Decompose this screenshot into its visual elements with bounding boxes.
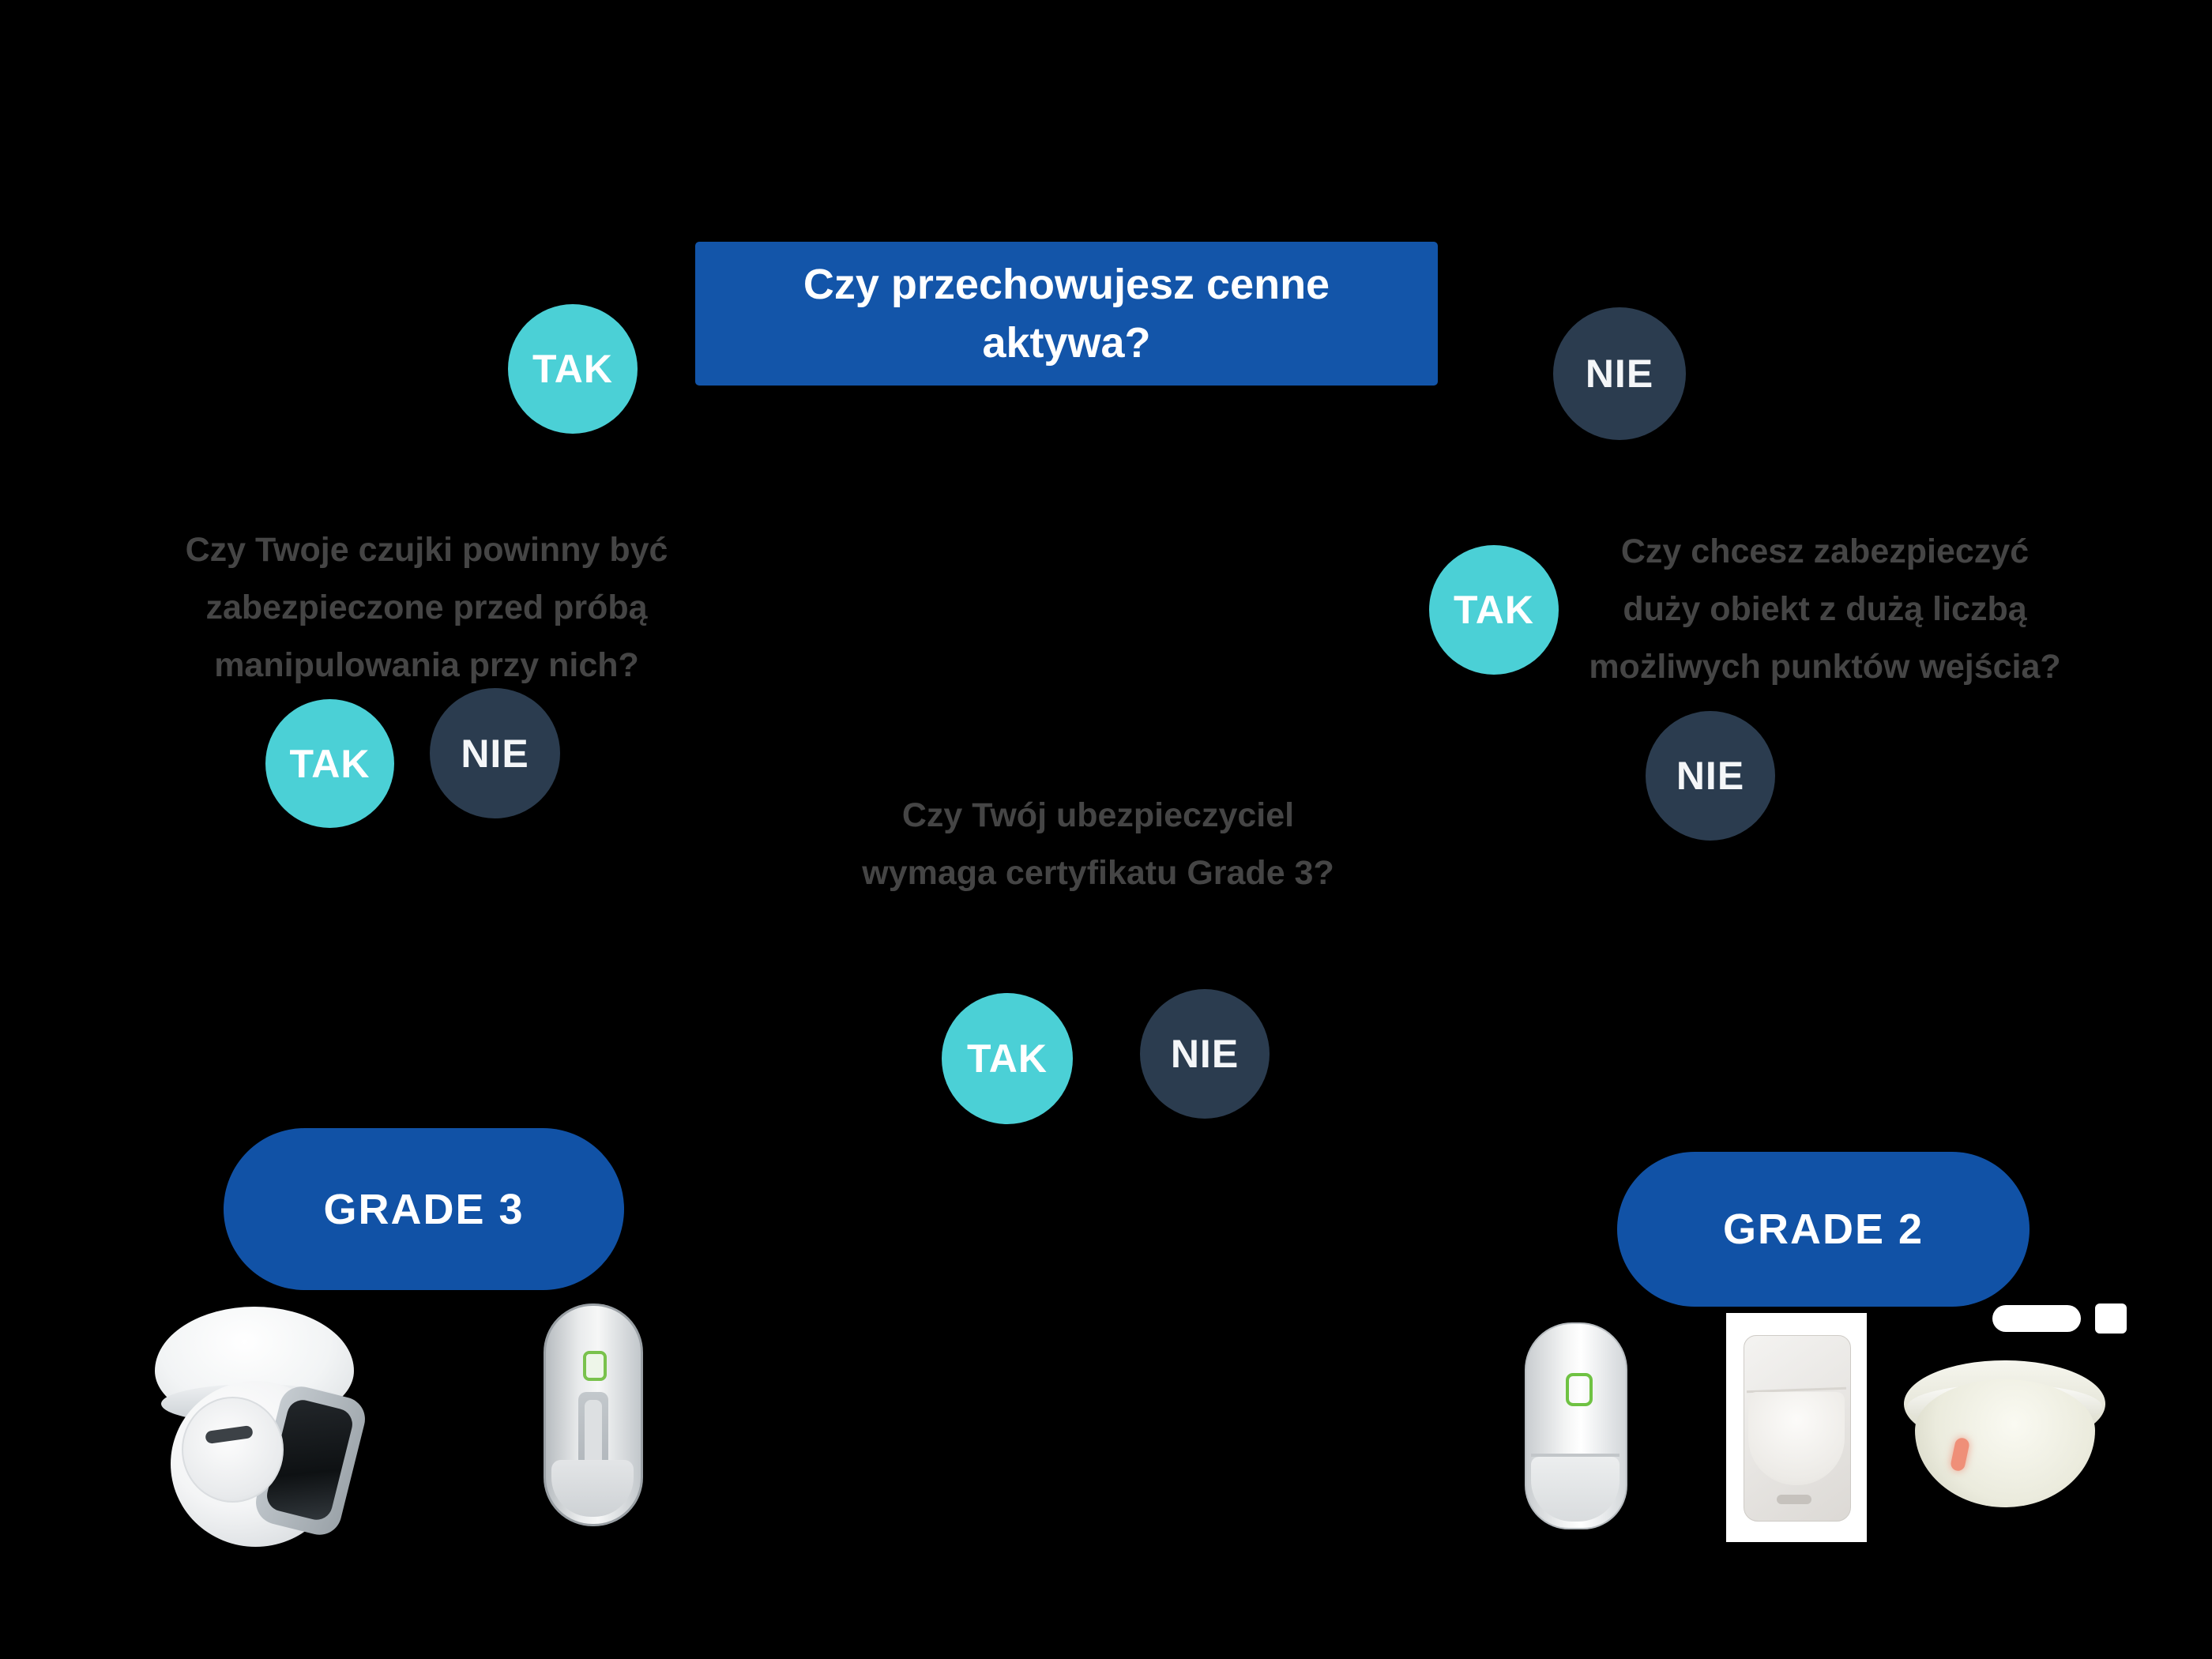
wireless-curtain-detector-image <box>1525 1322 1627 1529</box>
right-branch-question-line1: Czy chcesz zabezpieczyć <box>1620 532 2030 570</box>
pir-motion-detector-image <box>1726 1313 1867 1542</box>
grade-2-result-pill: GRADE 2 <box>1617 1152 2030 1307</box>
left-branch-question-line3: manipulowania przy nich? <box>214 646 639 684</box>
ptz-dome-camera-image <box>149 1302 370 1547</box>
right-branch-question-line2: duży obiekt z dużą liczbą <box>1623 590 2027 628</box>
middle-tak-badge: TAK <box>942 993 1073 1124</box>
root-question-line2: aktywa? <box>982 319 1151 367</box>
right-branch-tak-badge: TAK <box>1429 545 1559 675</box>
pir-bottom-slot <box>1777 1495 1811 1504</box>
detector-seam <box>1531 1454 1620 1457</box>
clipped-white-label-fragment-2 <box>2095 1304 2127 1334</box>
detector-lower-cover <box>1531 1457 1620 1522</box>
grade-3-result-pill: GRADE 3 <box>224 1128 624 1290</box>
pir-lens-dome <box>1748 1392 1845 1485</box>
root-question-line1: Czy przechowujesz cenne <box>803 261 1330 308</box>
dome-cover <box>1915 1379 2095 1507</box>
left-branch-nie-badge: NIE <box>430 688 560 818</box>
middle-question: Czy Twój ubezpieczyciel wymaga certyfika… <box>861 787 1335 902</box>
left-branch-question-line2: zabezpieczone przed próbą <box>205 589 648 626</box>
right-branch-question-line3: możliwych punktów wejścia? <box>1589 648 2061 686</box>
camera-front-face <box>182 1397 284 1503</box>
middle-question-line2: wymaga certyfikatu Grade 3? <box>862 854 1334 892</box>
detector-green-led <box>1566 1373 1593 1406</box>
root-answer-tak-badge: TAK <box>508 304 638 434</box>
detector-sensor-window <box>585 1400 602 1473</box>
root-answer-nie-badge: NIE <box>1553 307 1686 440</box>
right-branch-nie-badge: NIE <box>1646 711 1775 841</box>
middle-question-line1: Czy Twój ubezpieczyciel <box>901 796 1295 834</box>
ceiling-dome-detector-image <box>1904 1360 2105 1509</box>
right-branch-question: Czy chcesz zabezpieczyć duży obiekt z du… <box>1568 523 2082 696</box>
outdoor-curtain-detector-image <box>544 1304 643 1526</box>
left-branch-question-line1: Czy Twoje czujki powinny być <box>185 531 668 569</box>
clipped-white-label-fragment <box>1992 1305 2081 1332</box>
root-question-box: Czy przechowujesz cenne aktywa? <box>695 242 1438 386</box>
left-branch-tak-badge: TAK <box>265 699 394 828</box>
detector-green-led <box>583 1351 607 1381</box>
left-branch-question: Czy Twoje czujki powinny być zabezpieczo… <box>162 521 691 694</box>
middle-nie-badge: NIE <box>1140 989 1270 1119</box>
